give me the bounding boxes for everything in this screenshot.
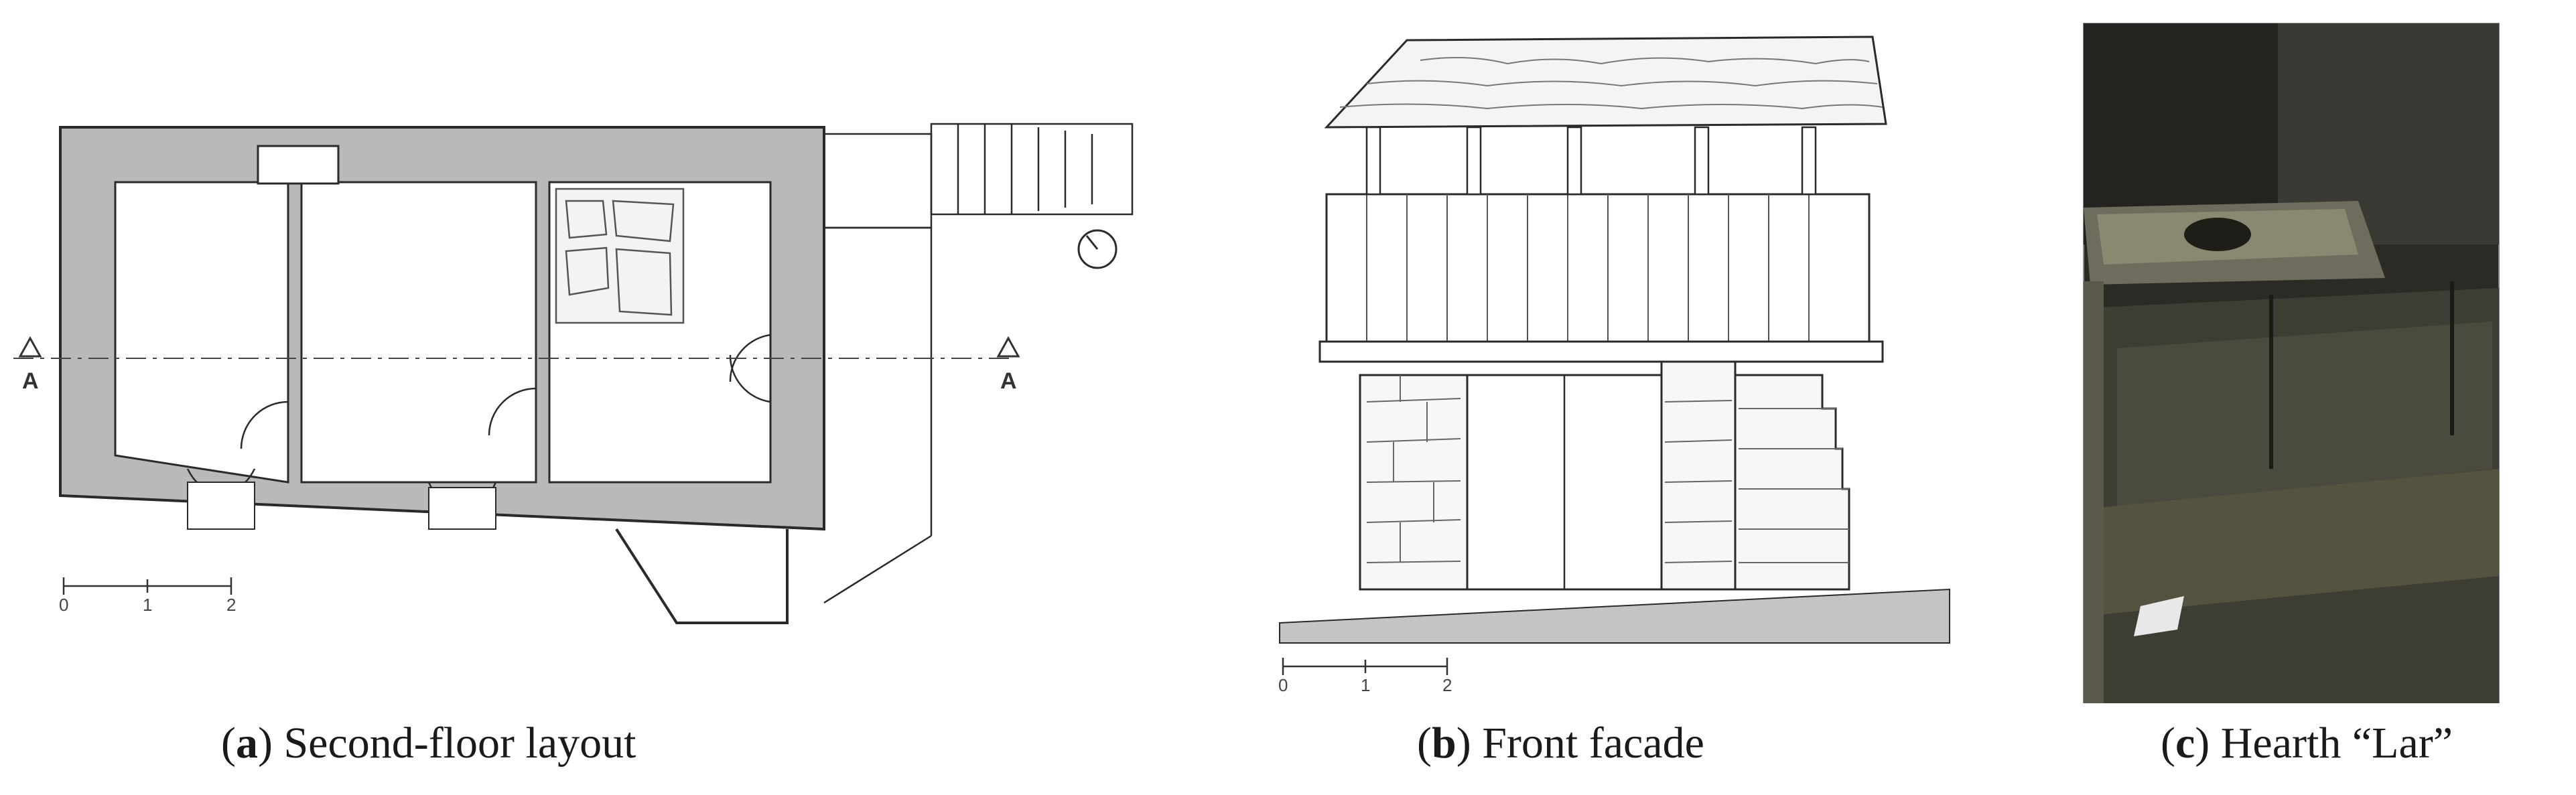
caption-b-letter: b [1431,719,1456,768]
panel-floor-plan: A A 0 1 2 [0,0,1199,795]
scale-b-label-2: 2 [1442,675,1452,695]
panel-front-facade: 0 1 2 [1266,0,1990,795]
room-left [114,181,289,484]
hearth-stones [555,188,685,324]
section-label-right: A [1000,368,1017,394]
scale-b-label-0: 0 [1278,675,1288,695]
scale-b-label-1: 1 [1361,675,1370,695]
facade-roof [1324,35,1887,129]
north-arrow-icon [1077,229,1117,269]
caption-b: (b) Front facade [1417,719,1704,768]
panel-hearth-photo [2077,0,2576,795]
wall-niche [257,145,340,185]
section-marker-right-icon [996,336,1020,358]
caption-a-text: Second-floor layout [283,719,636,768]
scale-bar-b [1282,658,1448,675]
caption-a-letter: a [235,719,258,768]
ground-slope [1279,588,1950,644]
floor-plan-drawing: A A 0 1 2 [13,123,1134,624]
caption-b-text: Front facade [1482,719,1704,768]
caption-c-text: Hearth “Lar” [2220,719,2453,768]
stone-wall-right [1660,360,1737,591]
balcony-railing [1325,193,1871,343]
hearth-photo [2083,23,2500,703]
scale-label-2: 2 [226,595,236,615]
scale-label-0: 0 [59,595,68,615]
room-middle [300,181,537,484]
scale-label-1: 1 [143,595,152,615]
section-marker-left-icon [18,336,42,358]
bay-projection [615,528,789,624]
caption-a: (a) Second-floor layout [221,719,636,768]
section-label-left: A [22,368,39,394]
scale-bar [62,577,232,595]
exterior-stair [823,123,1134,604]
facade-drawing: 0 1 2 [1278,35,1950,695]
caption-c-letter: c [2175,719,2195,768]
exterior-steps [1734,374,1850,591]
caption-c: (c) Hearth “Lar” [2161,719,2453,768]
